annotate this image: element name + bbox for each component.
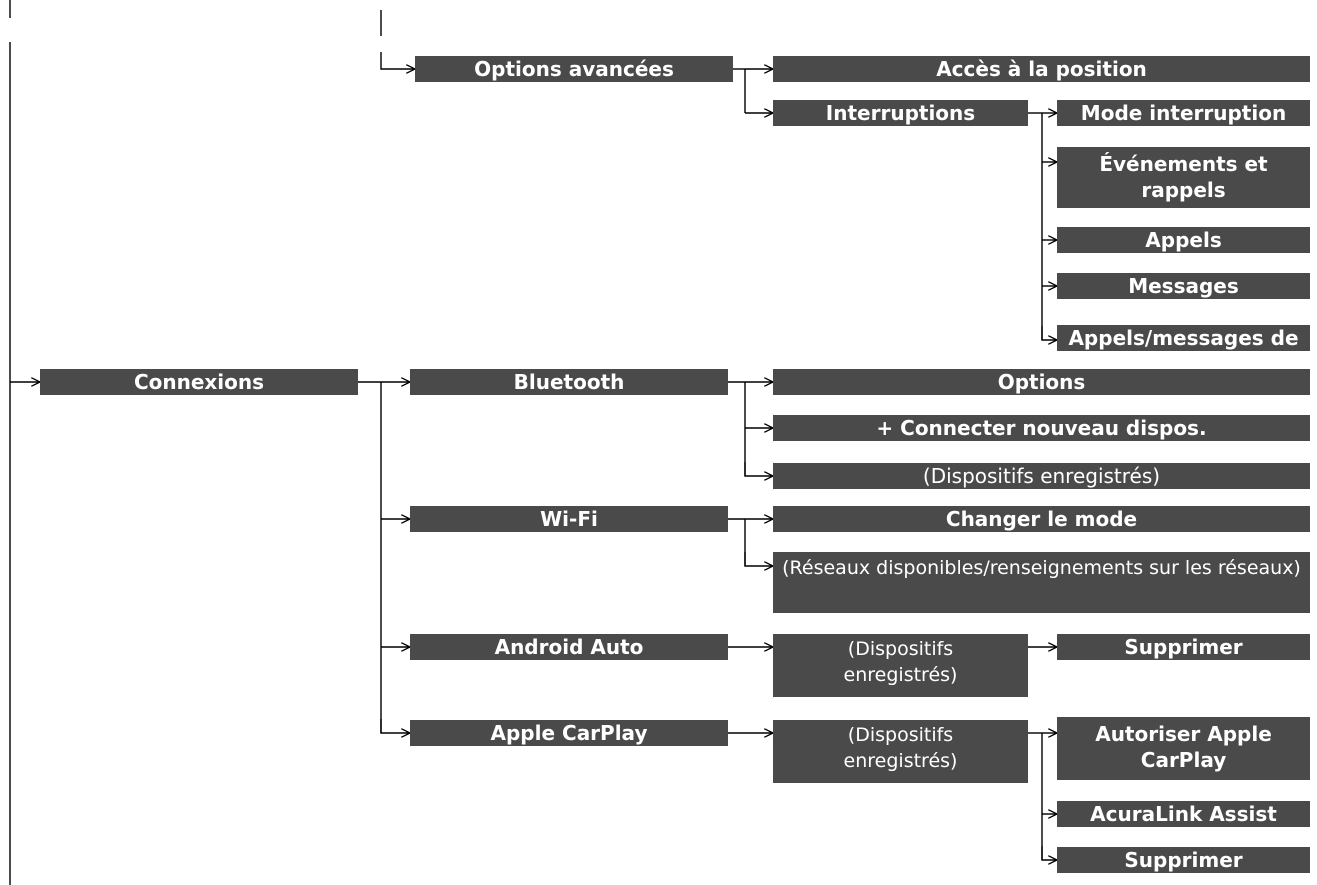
arrow-to-options-avancees [380,52,415,69]
box-dispositifs-enregistres-bt: (Dispositifs enregistrés) [773,463,1310,489]
box-supprimer-aa: Supprimer [1057,634,1310,660]
box-wifi: Wi-Fi [410,506,728,532]
box-dispositifs-enregistres-aa: (Dispositifs enregistrés) [773,634,1028,697]
box-evenements-rappels: Événements et rappels [1057,147,1310,208]
box-appels-messages-de: Appels/messages de [1057,325,1310,351]
arrow-to-supprimer-cp [1041,846,1057,860]
arrow-to-appels-messages [1041,326,1057,340]
arrow-to-apple-carplay [380,719,410,733]
box-options: Options [773,369,1310,395]
box-acuralink-assist: AcuraLink Assist [1057,801,1310,827]
box-bluetooth: Bluetooth [410,369,728,395]
box-mode-interruption: Mode interruption [1057,100,1310,126]
box-messages: Messages [1057,273,1310,299]
box-reseaux-disponibles: (Réseaux disponibles/renseignements sur … [773,552,1310,613]
arrow-to-reseaux [744,552,773,566]
box-interruptions: Interruptions [773,100,1028,126]
arrow-to-dispositifs-bt [744,462,773,476]
box-options-avancees: Options avancées [415,56,733,82]
box-connexions: Connexions [40,369,358,395]
box-apple-carplay: Apple CarPlay [410,720,728,746]
box-changer-mode: Changer le mode [773,506,1310,532]
box-android-auto: Android Auto [410,634,728,660]
box-acces-position: Accès à la position [773,56,1310,82]
box-autoriser-carplay: Autoriser Apple CarPlay [1057,717,1310,780]
box-appels: Appels [1057,227,1310,253]
box-dispositifs-enregistres-cp: (Dispositifs enregistrés) [773,720,1028,783]
box-supprimer-cp: Supprimer [1057,847,1310,873]
box-connecter-nouveau: + Connecter nouveau dispos. [773,415,1310,441]
